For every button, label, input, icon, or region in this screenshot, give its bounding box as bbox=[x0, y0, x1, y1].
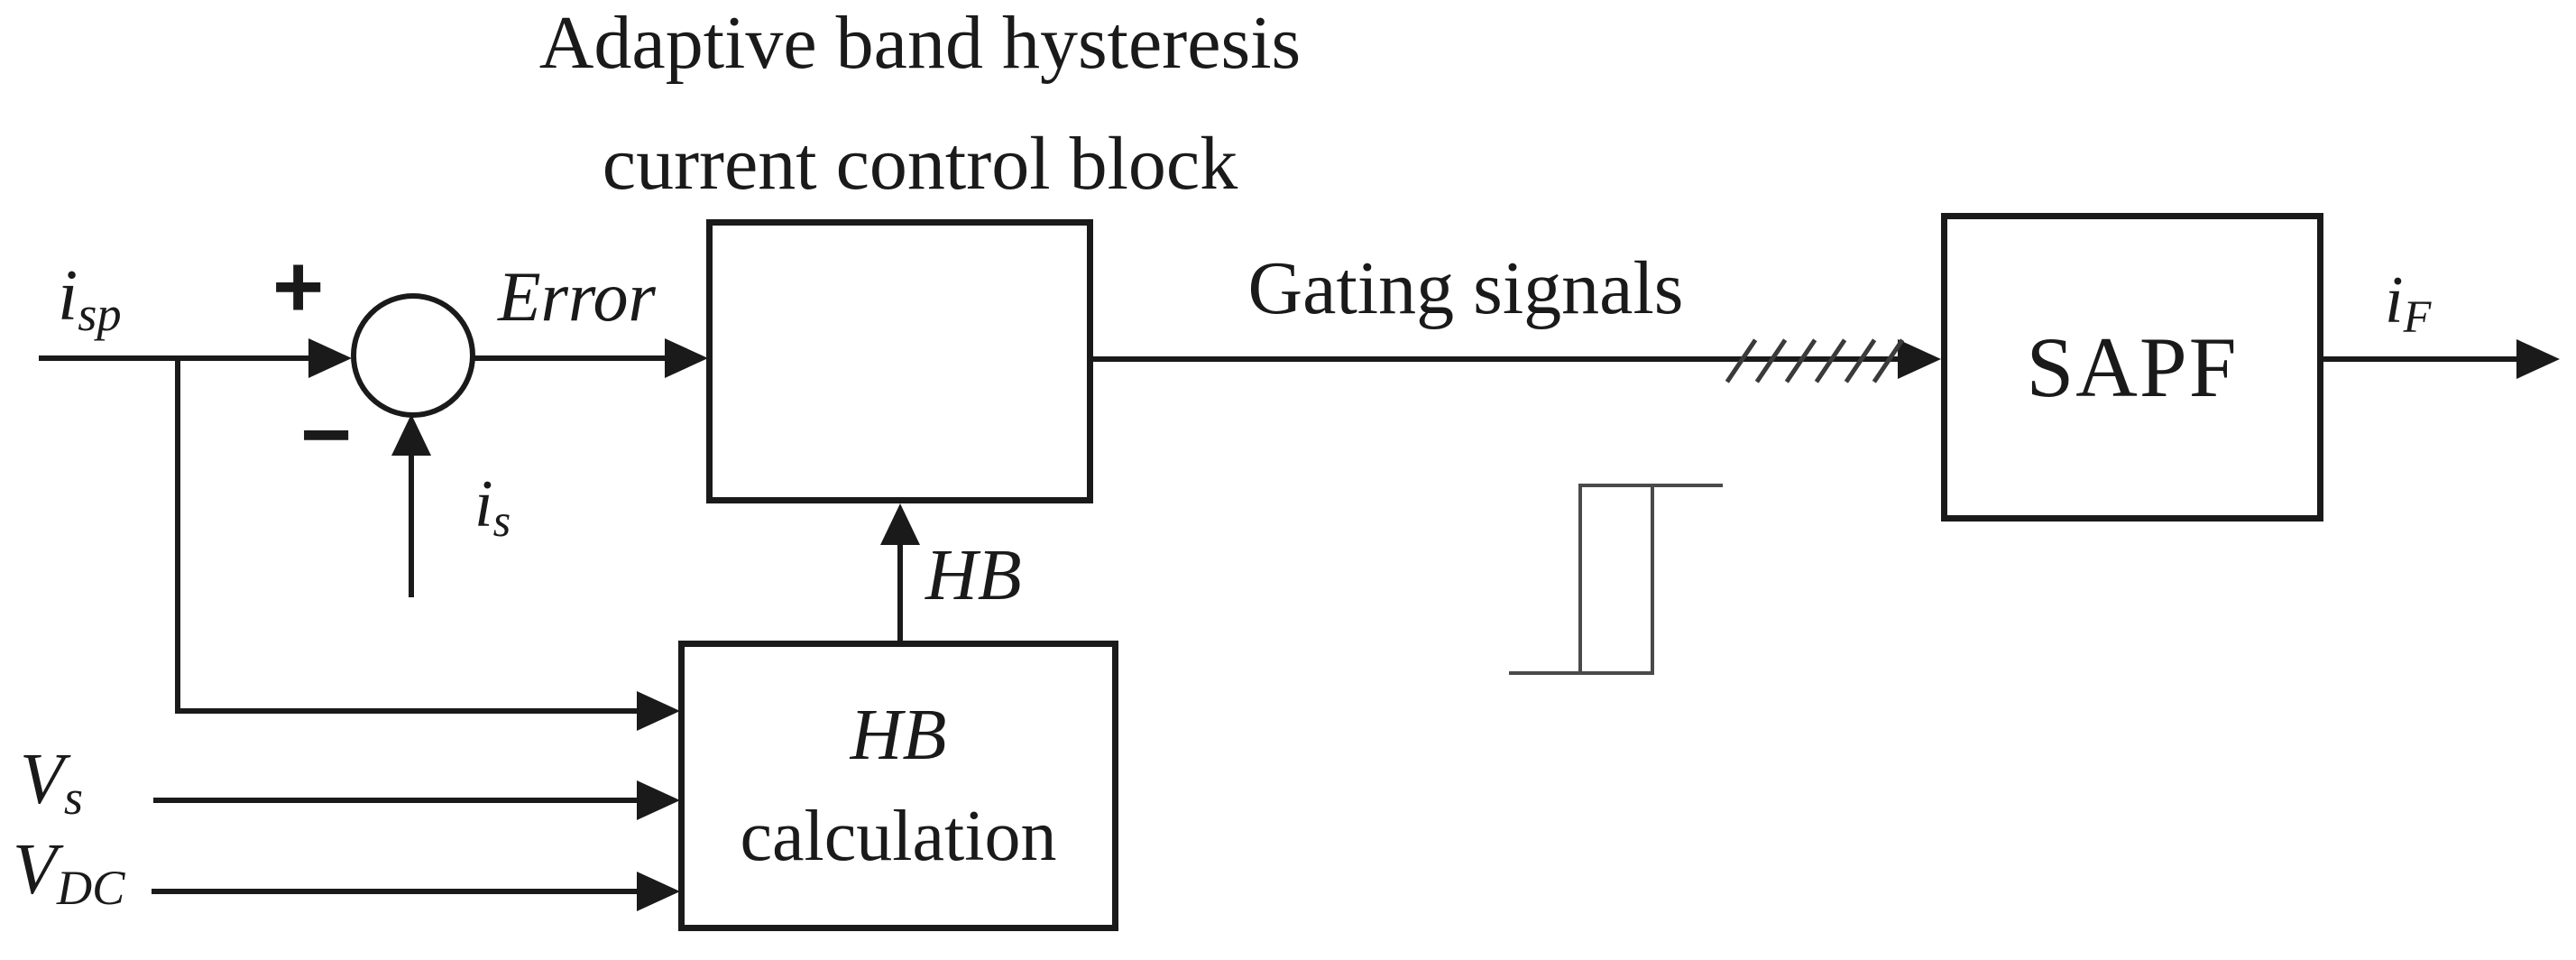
if-label: iF bbox=[2385, 263, 2432, 343]
diagram-title-line1: Adaptive band hysteresis bbox=[538, 1, 1302, 85]
vs-label: Vs bbox=[20, 740, 84, 825]
hb-signal-label: HB bbox=[925, 536, 1022, 615]
is-label: is bbox=[474, 467, 511, 547]
vs-arrowhead-icon bbox=[637, 780, 680, 820]
sapf-block: SAPF bbox=[1941, 213, 2323, 522]
isp-label: isp bbox=[58, 256, 122, 341]
sapf-label: SAPF bbox=[2026, 319, 2239, 415]
if-arrowhead-icon bbox=[2516, 339, 2560, 379]
error-line bbox=[474, 355, 667, 361]
summing-junction bbox=[351, 293, 475, 418]
gating-line bbox=[1091, 356, 1903, 362]
hb-calculation-label-line1: HB bbox=[850, 696, 947, 775]
minus-sign: − bbox=[300, 384, 353, 484]
hysteresis-block bbox=[706, 219, 1723, 675]
vs-input-line bbox=[153, 798, 639, 803]
hb-arrowhead-icon bbox=[880, 503, 920, 545]
hb-calculation-block: HB calculation bbox=[678, 641, 1118, 931]
vdc-label: VDC bbox=[13, 830, 125, 915]
is-arrowhead-icon bbox=[391, 414, 431, 456]
isp-branch-vertical-line bbox=[175, 358, 180, 711]
diagram-title-line2: current control block bbox=[602, 122, 1238, 206]
hb-calculation-label-line2: calculation bbox=[740, 797, 1057, 876]
plus-sign: + bbox=[272, 236, 325, 336]
hb-signal-line bbox=[897, 514, 903, 642]
vdc-input-line bbox=[152, 889, 639, 894]
vdc-arrowhead-icon bbox=[637, 872, 680, 911]
if-output-line bbox=[2322, 356, 2522, 362]
isp-branch-horizontal-line bbox=[175, 708, 639, 714]
gating-signals-label: Gating signals bbox=[1247, 246, 1684, 330]
isp-arrowhead-icon bbox=[308, 338, 352, 378]
error-label: Error bbox=[498, 257, 656, 336]
is-feedback-line bbox=[409, 426, 414, 597]
isp-branch-arrowhead-icon bbox=[637, 691, 680, 731]
gating-arrowhead-icon bbox=[1898, 339, 1941, 379]
error-arrowhead-icon bbox=[665, 338, 708, 378]
